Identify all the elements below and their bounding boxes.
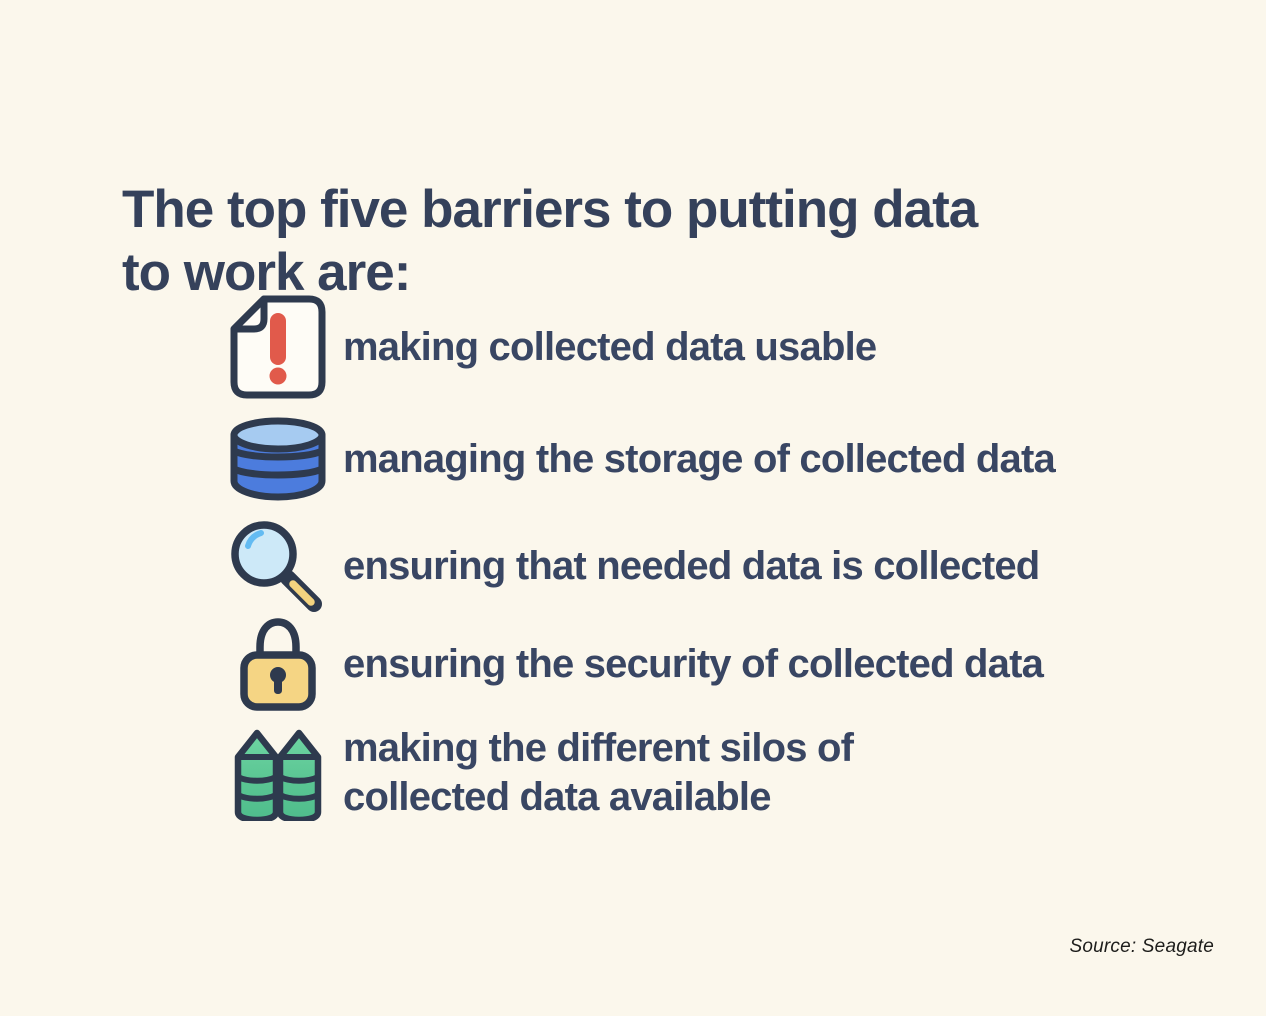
barrier-row-usable: making collected data usable xyxy=(213,293,877,401)
title-line-1: The top five barriers to putting data xyxy=(122,179,978,239)
barrier-label: ensuring that needed data is collected xyxy=(343,543,1040,588)
barrier-row-storage: managing the storage of collected data xyxy=(213,414,1056,504)
barrier-row-security: ensuring the security of collected data xyxy=(213,616,1044,712)
barrier-row-silos: making the different silos of collected … xyxy=(213,723,854,823)
title-line-2: to work are: xyxy=(122,242,411,302)
lock-icon xyxy=(213,617,343,711)
barrier-row-collected: ensuring that needed data is collected xyxy=(213,518,1040,614)
page-title: The top five barriers to putting data to… xyxy=(122,178,978,304)
database-icon xyxy=(213,417,343,501)
magnifying-glass-icon xyxy=(213,518,343,614)
barrier-label: making the different silos of collected … xyxy=(343,726,854,819)
silos-icon xyxy=(213,725,343,821)
barrier-label: managing the storage of collected data xyxy=(343,436,1056,481)
document-alert-icon xyxy=(213,294,343,400)
source-attribution: Source: Seagate xyxy=(1069,936,1214,957)
barrier-label: making collected data usable xyxy=(343,324,877,369)
barrier-label: ensuring the security of collected data xyxy=(343,641,1044,686)
